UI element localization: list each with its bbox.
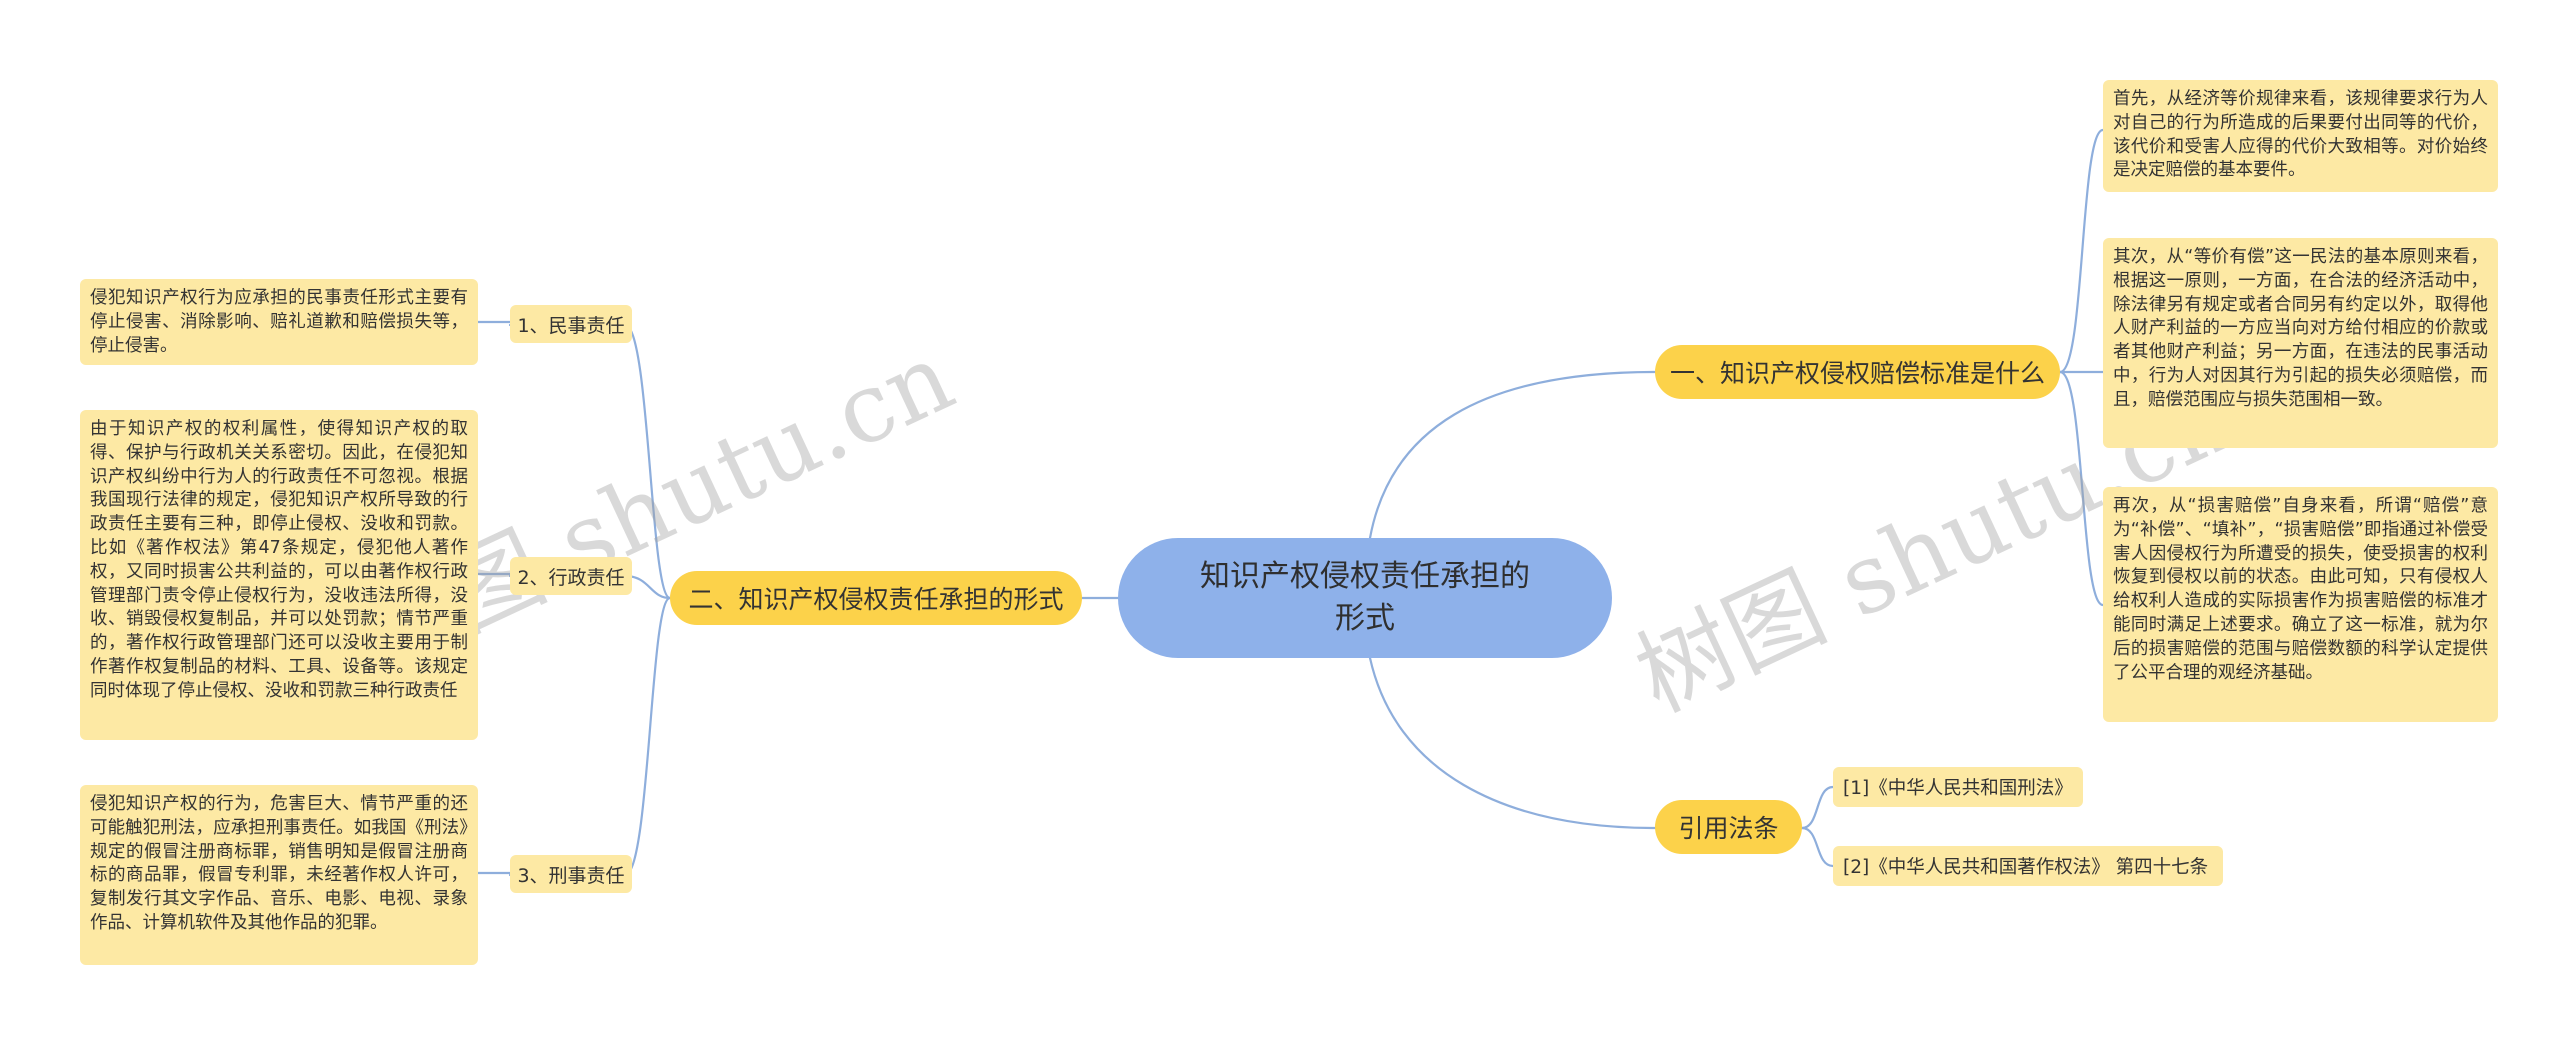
note-damage-compensation: 再次，从“损害赔偿”自身来看，所谓“赔偿”意为“补偿”、“填补”，“损害赔偿”即… — [2103, 487, 2498, 722]
branch-compensation-standard-label: 一、知识产权侵权赔偿标准是什么 — [1669, 359, 2045, 388]
connector-right-1 — [2058, 128, 2105, 374]
citation-copyright-law-text: [2]《中华人民共和国著作权法》 第四十七条 — [1843, 857, 2209, 878]
citation-criminal-law-text: [1]《中华人民共和国刑法》 — [1843, 778, 2073, 799]
branch-citations[interactable]: 引用法条 — [1655, 800, 1802, 854]
detail-administrative-liability: 由于知识产权的权利属性，使得知识产权的取得、保护与行政机关关系密切。因此，在侵犯… — [80, 410, 478, 740]
detail-criminal-liability: 侵犯知识产权的行为，危害巨大、情节严重的还可能触犯刑法，应承担刑事责任。如我国《… — [80, 785, 478, 965]
branch-liability-forms[interactable]: 二、知识产权侵权责任承担的形式 — [670, 571, 1082, 625]
item-administrative-liability-label: 2、行政责任 — [517, 566, 625, 589]
root-title: 知识产权侵权责任承担的形式 — [1200, 559, 1530, 636]
note-equal-value-principle: 其次，从“等价有偿”这一民法的基本原则来看，根据这一原则，一方面，在合法的经济活… — [2103, 238, 2498, 448]
branch-citations-label: 引用法条 — [1678, 814, 1779, 843]
item-criminal-liability-label: 3、刑事责任 — [517, 864, 625, 887]
item-civil-liability[interactable]: 1、民事责任 — [510, 305, 632, 343]
connector-root-citations — [1368, 656, 1657, 830]
connector-cite-1 — [1800, 785, 1835, 830]
connector-right-3 — [2058, 370, 2105, 607]
branch-liability-forms-label: 二、知识产权侵权责任承担的形式 — [688, 585, 1064, 614]
detail-civil-liability: 侵犯知识产权行为应承担的民事责任形式主要有停止侵害、消除影响、赔礼道歉和赔偿损失… — [80, 279, 478, 365]
item-civil-liability-label: 1、民事责任 — [517, 314, 625, 337]
citation-copyright-law[interactable]: [2]《中华人民共和国著作权法》 第四十七条 — [1833, 846, 2223, 886]
root-topic[interactable]: 知识产权侵权责任承担的形式 — [1118, 538, 1612, 658]
branch-compensation-standard[interactable]: 一、知识产权侵权赔偿标准是什么 — [1655, 345, 2060, 399]
connector-root-right — [1368, 370, 1657, 540]
citation-criminal-law[interactable]: [1]《中华人民共和国刑法》 — [1833, 767, 2083, 807]
item-criminal-liability[interactable]: 3、刑事责任 — [510, 855, 632, 893]
note-economic-equivalence: 首先，从经济等价规律来看，该规律要求行为人对自己的行为所造成的后果要付出同等的代… — [2103, 80, 2498, 192]
item-administrative-liability[interactable]: 2、行政责任 — [510, 557, 632, 595]
connector-cite-2 — [1800, 826, 1835, 868]
connector-left-3 — [508, 596, 672, 877]
